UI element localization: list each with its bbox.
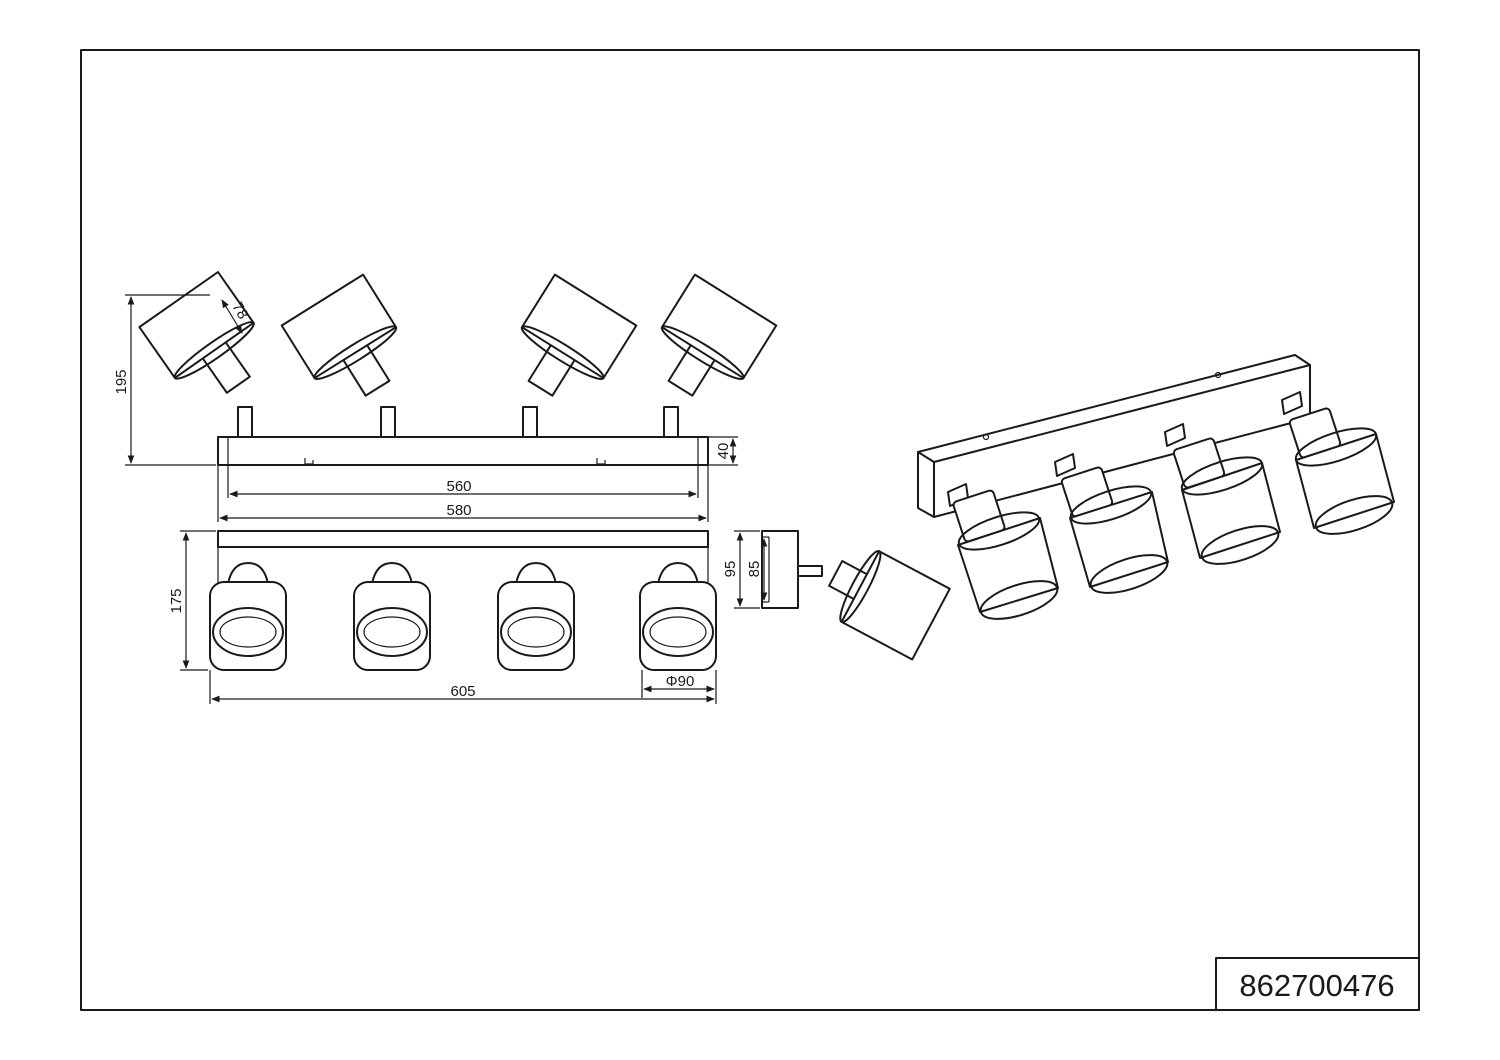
front-spot-2 bbox=[280, 273, 398, 438]
side-view: 95 85 bbox=[722, 530, 951, 661]
dim-backplate-width: 580 bbox=[446, 502, 471, 519]
side-spot bbox=[828, 550, 951, 661]
front-spot-4 bbox=[660, 273, 778, 438]
dim-overall-width: 605 bbox=[450, 683, 475, 700]
title-block: 862700476 bbox=[1215, 957, 1420, 1011]
dim-inner-width: 560 bbox=[446, 478, 471, 495]
front-backplate bbox=[217, 436, 709, 466]
top-spot-4 bbox=[639, 562, 717, 671]
front-spot-3 bbox=[520, 273, 638, 438]
persp-spot-2 bbox=[1054, 453, 1169, 594]
dim-shade-length: 78 bbox=[228, 299, 251, 322]
front-spot-1 bbox=[138, 271, 255, 438]
dim-total-height: 195 bbox=[113, 369, 130, 394]
dim-backplate-height: 40 bbox=[715, 443, 732, 460]
top-backplate bbox=[217, 530, 709, 548]
persp-spot-3 bbox=[1164, 423, 1281, 565]
top-spot-3 bbox=[497, 562, 575, 671]
dim-side-depth-inner: 85 bbox=[746, 561, 763, 578]
dim-side-depth-outer: 95 bbox=[722, 561, 739, 578]
perspective-view bbox=[917, 354, 1395, 620]
top-spot-1 bbox=[209, 562, 287, 671]
side-backplate bbox=[761, 530, 799, 609]
persp-spot-4 bbox=[1281, 391, 1395, 535]
product-code: 862700476 bbox=[1239, 968, 1394, 1003]
drawing-frame bbox=[80, 49, 1420, 1011]
top-spot-2 bbox=[353, 562, 431, 671]
persp-spot-1 bbox=[947, 483, 1059, 620]
dim-depth-total: 175 bbox=[168, 588, 185, 613]
dim-shade-diameter: Φ90 bbox=[666, 673, 695, 690]
top-view: 175 605 Φ90 bbox=[168, 530, 717, 704]
front-view: 195 78 40 560 580 bbox=[113, 271, 778, 522]
